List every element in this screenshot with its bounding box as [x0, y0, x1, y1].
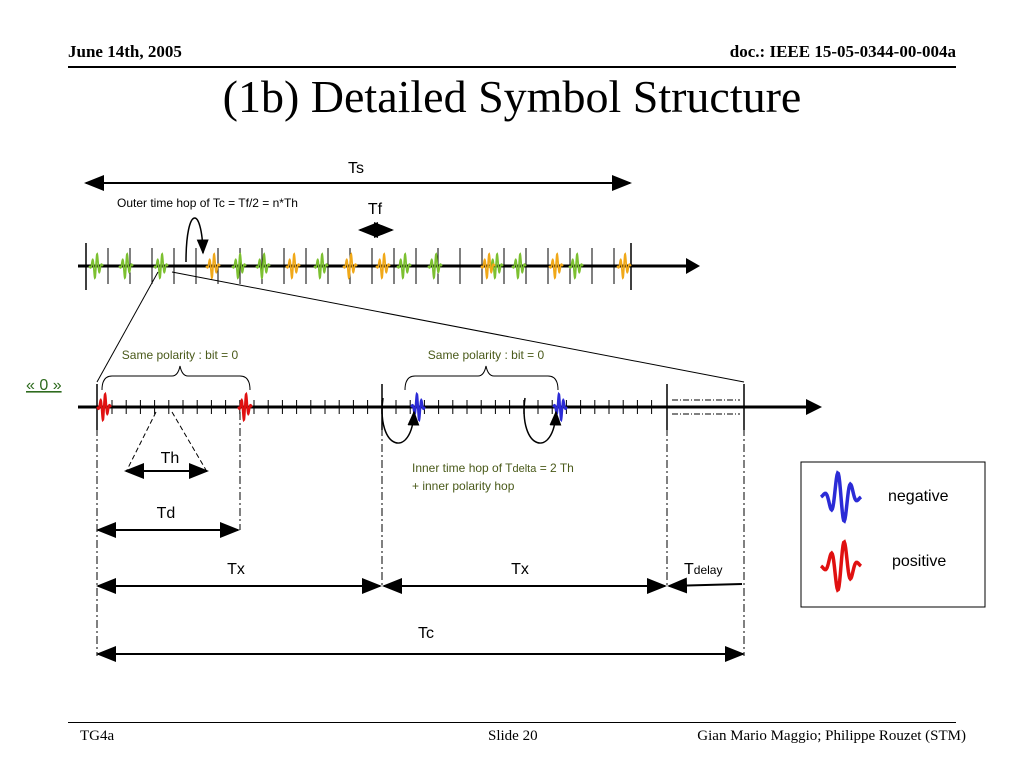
zero-symbol-label: « 0 »	[26, 377, 62, 394]
top-timeline-ticks	[85, 243, 632, 290]
green-pulse	[427, 252, 443, 280]
top-timeline-pulses	[88, 252, 632, 280]
same-polarity-right-label: Same polarity : bit = 0	[428, 348, 545, 362]
header-doc-id: doc.: IEEE 15-05-0344-00-004a	[729, 42, 956, 61]
legend-positive-pulse	[819, 539, 863, 593]
tx-left-label: Tx	[227, 561, 245, 578]
brace-right	[404, 365, 559, 391]
tdelay-label: Tdelay	[684, 561, 722, 578]
orange-pulse	[375, 252, 391, 280]
green-pulse	[153, 252, 169, 280]
green-pulse	[568, 252, 584, 280]
orange-pulse	[548, 252, 564, 280]
green-pulse	[118, 252, 134, 280]
ts-label: Ts	[348, 160, 364, 177]
inner-hop-subscript: delta	[513, 463, 538, 475]
top-timeline-arrowhead	[686, 258, 700, 274]
positive-pulse	[237, 391, 253, 423]
td-label: Td	[157, 505, 176, 522]
th-guide-left	[126, 411, 157, 471]
footer-authors: Gian Mario Maggio; Philippe Rouzet (STM)	[697, 728, 966, 744]
zoom-line-right	[171, 271, 745, 383]
header-rule	[68, 66, 956, 68]
inner-hop-label-line2: + inner polarity hop	[412, 479, 515, 493]
positive-pulse	[96, 391, 112, 423]
outer-hop-curve	[185, 217, 209, 263]
green-pulse	[255, 252, 271, 280]
header-date: June 14th, 2005	[68, 42, 182, 61]
legend-negative-wave	[819, 470, 863, 524]
negative-pulse	[410, 391, 426, 423]
bottom-timeline-arrowhead	[806, 399, 822, 415]
legend-negative-label: negative	[888, 488, 949, 505]
legend-negative-pulse	[819, 470, 863, 524]
bottom-timeline-pulses	[96, 391, 568, 423]
green-pulse	[488, 252, 504, 280]
inner-hop-suffix: = 2 Th	[536, 461, 573, 475]
tf-label: Tf	[368, 201, 383, 218]
legend-positive-label: positive	[892, 553, 946, 570]
green-pulse	[313, 252, 329, 280]
tx-right-label: Tx	[511, 561, 529, 578]
orange-pulse	[205, 252, 221, 280]
slide-title: (1b) Detailed Symbol Structure	[222, 71, 802, 122]
tc-label: Tc	[418, 625, 434, 642]
orange-pulse	[616, 252, 632, 280]
green-pulse	[231, 252, 247, 280]
legend-box	[800, 461, 986, 608]
footer-slide-number: Slide 20	[488, 728, 538, 744]
tdelay-main: T	[684, 561, 694, 578]
brace-left	[101, 365, 251, 391]
inner-hop-label-line1: Inner time hop of Tdelta = 2 Th	[412, 461, 574, 475]
green-pulse	[396, 252, 412, 280]
orange-pulse	[480, 252, 496, 280]
green-pulse	[88, 252, 104, 280]
footer-group: TG4a	[80, 728, 115, 744]
orange-pulse	[285, 252, 301, 280]
zoom-line-left	[96, 271, 159, 383]
inner-hop-prefix: Inner time hop of T	[412, 461, 513, 475]
tdelay-arrow	[667, 577, 743, 594]
th-guide-right	[171, 411, 207, 471]
th-label: Th	[161, 450, 180, 467]
same-polarity-left-label: Same polarity : bit = 0	[122, 348, 239, 362]
inner-hop-curve-right	[523, 397, 562, 444]
inner-hop-curve-left	[381, 397, 420, 444]
green-pulse	[511, 252, 527, 280]
tdelay-subscript: delay	[694, 563, 723, 577]
footer-rule	[68, 722, 956, 723]
negative-pulse	[552, 391, 568, 423]
orange-pulse	[342, 252, 358, 280]
outer-hop-label: Outer time hop of Tc = Tf/2 = n*Th	[117, 196, 298, 210]
legend-positive-wave	[819, 539, 863, 593]
